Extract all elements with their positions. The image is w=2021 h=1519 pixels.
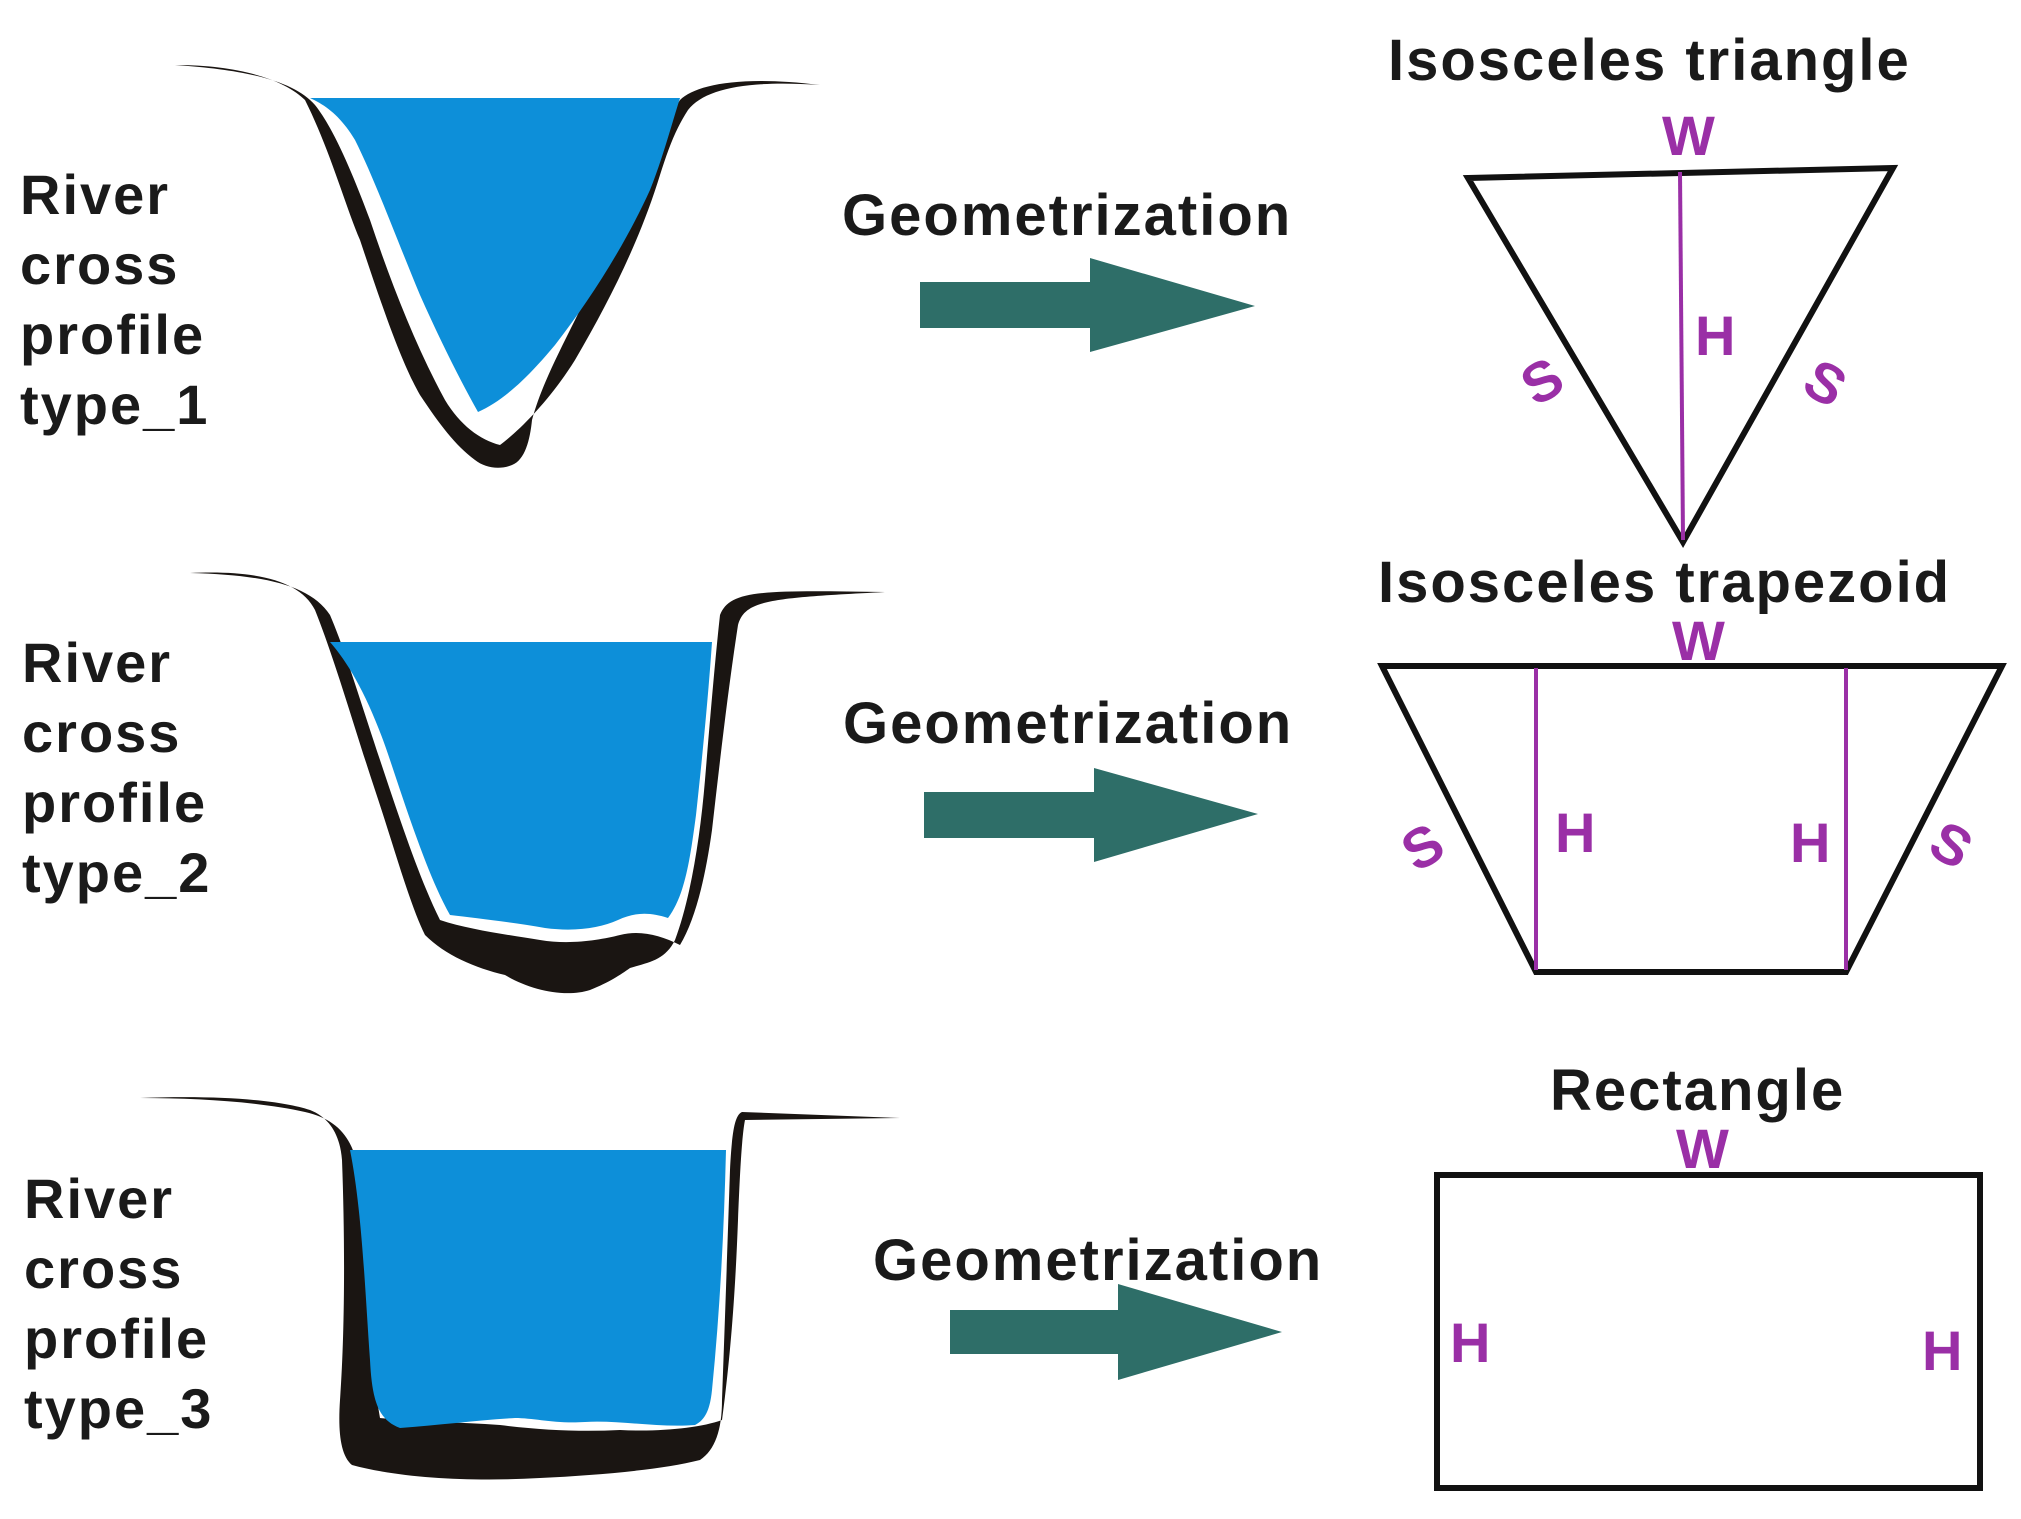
rectangle-outline [1434,1172,1983,1491]
profile-label-line: profile [24,1307,210,1370]
shape-title-3: Rectangle [1550,1058,1845,1123]
profile-label-line: River [24,1167,175,1230]
height-label-h-left: H [1555,801,1595,864]
river-profile-type-3 [140,1097,900,1480]
river-profile-type-1 [175,65,820,468]
side-label-s-left: S [1510,344,1574,417]
profile-label-line: type_2 [22,841,212,904]
side-label-s-right: S [1794,346,1858,419]
river-water-1 [310,98,680,412]
geometrization-arrow-3 [950,1284,1282,1380]
rectangle-shape: W H H [1434,1117,1983,1491]
profile-label-line: cross [22,701,182,764]
shape-title-1: Isosceles triangle [1388,28,1911,93]
profile-label-type-2: River cross profile type_2 [22,628,211,908]
shape-title-2: Isosceles trapezoid [1378,550,1951,615]
geometrization-label-1: Geometrization [842,183,1292,248]
isosceles-triangle-shape: W H S S [1462,104,1899,549]
width-label-w: W [1662,104,1715,167]
profile-label-line: profile [20,303,206,366]
isosceles-trapezoid-shape: W H H S S [1377,609,2007,975]
height-label-h: H [1695,304,1735,367]
profile-label-line: River [20,163,171,226]
profile-label-type-1: River cross profile type_1 [20,160,209,440]
river-water-3 [350,1150,726,1428]
side-label-s-left: S [1391,810,1455,883]
width-label-w: W [1672,609,1725,672]
height-label-h-left: H [1450,1311,1490,1374]
profile-label-line: profile [22,771,208,834]
height-label-h-right: H [1922,1319,1962,1382]
trapezoid-outline [1377,663,2007,975]
profile-label-line: type_3 [24,1377,214,1440]
river-water-2 [330,642,712,930]
geometrization-arrow-2 [924,768,1258,862]
profile-label-type-3: River cross profile type_3 [24,1164,213,1444]
profile-label-line: cross [20,233,180,296]
geometrization-arrow-1 [920,258,1255,352]
profile-label-line: type_1 [20,373,210,436]
geometrization-label-3: Geometrization [873,1228,1323,1293]
geometrization-label-2: Geometrization [843,691,1293,756]
profile-label-line: River [22,631,173,694]
height-label-h-right: H [1790,811,1830,874]
river-profile-type-2 [190,572,885,994]
side-label-s-right: S [1920,808,1984,881]
profile-label-line: cross [24,1237,184,1300]
width-label-w: W [1676,1117,1729,1180]
height-line-triangle [1678,171,1685,541]
